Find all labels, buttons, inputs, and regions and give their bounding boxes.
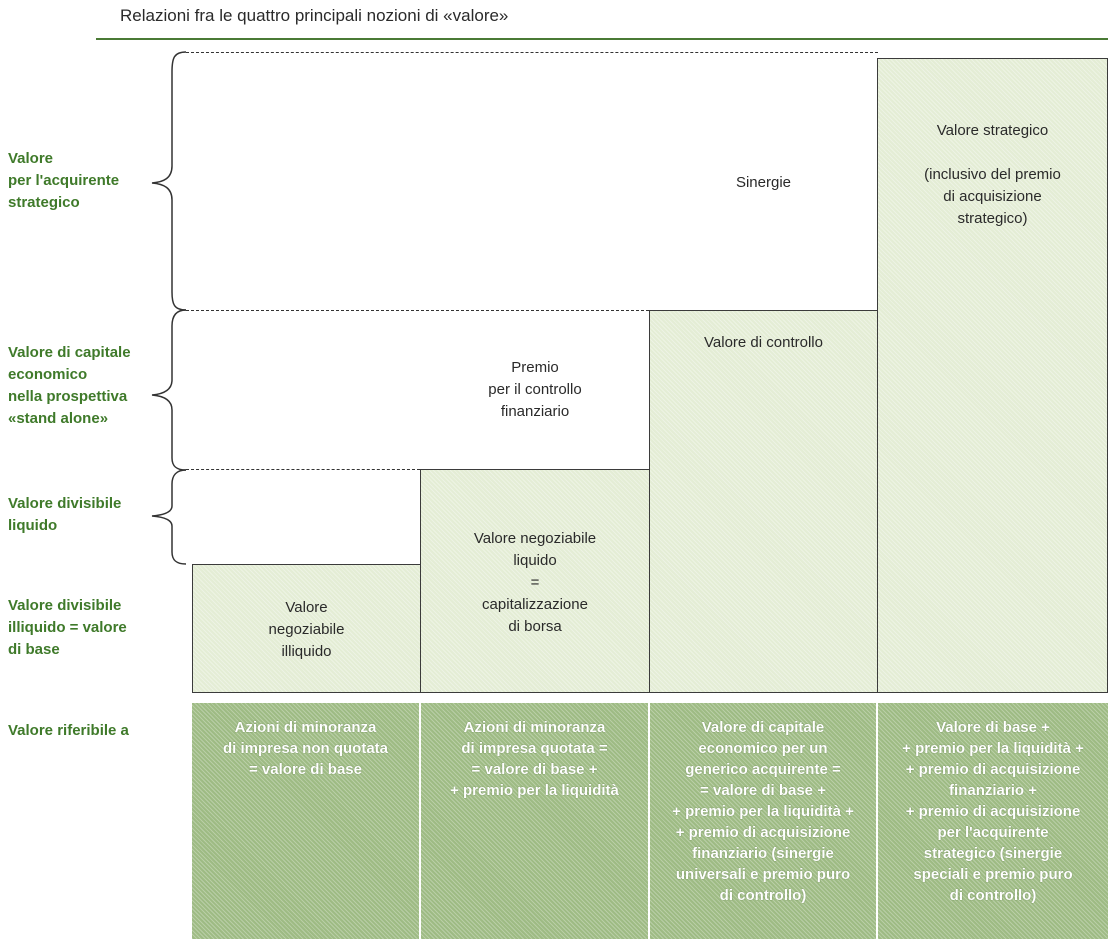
bottom-cell-1: Azioni di minoranza di impresa non quota…: [192, 703, 419, 939]
box-valore-strategico: Valore strategico (inclusivo del premio …: [877, 58, 1108, 693]
label-valore-divisibile-illiquido: Valore divisibile illiquido = valore di …: [8, 597, 127, 658]
box-valore-negoziabile-liquido: Valore negoziabile liquido = capitalizza…: [420, 469, 650, 693]
dashed-line-liquido: [186, 469, 420, 470]
bottom-cell-3: Valore di capitale economico per un gene…: [650, 703, 876, 939]
brace-strategico: [151, 51, 187, 311]
label-sinergie: Sinergie: [735, 174, 792, 191]
dashed-line-controllo: [186, 310, 649, 311]
title-underline: [96, 38, 1108, 40]
bottom-text-1: Azioni di minoranza di impresa non quota…: [222, 719, 388, 778]
label-valore-divisibile-liquido: Valore divisibile liquido: [8, 495, 122, 534]
box-text-liquido: Valore negoziabile liquido = capitalizza…: [473, 530, 597, 635]
box-valore-di-controllo: Valore di controllo: [649, 310, 878, 693]
dashed-line-top: [186, 52, 878, 53]
brace-standalone: [151, 309, 187, 471]
box-text-illiquido: Valore negoziabile illiquido: [268, 599, 345, 660]
bottom-text-2: Azioni di minoranza di impresa quotata =…: [450, 719, 619, 799]
diagram-title: Relazioni fra le quattro principali nozi…: [120, 6, 509, 25]
box-valore-negoziabile-illiquido: Valore negoziabile illiquido: [192, 564, 421, 693]
bottom-text-4: Valore di base + + premio per la liquidi…: [902, 719, 1084, 904]
bottom-cell-4: Valore di base + + premio per la liquidi…: [878, 703, 1108, 939]
bottom-cell-2: Azioni di minoranza di impresa quotata =…: [421, 703, 648, 939]
label-valore-strategico: Valore per l'acquirente strategico: [8, 150, 120, 211]
label-valore-riferibile: Valore riferibile a: [8, 722, 129, 739]
label-premio-controllo-finanziario: Premio per il controllo finanziario: [488, 359, 582, 420]
label-valore-stand-alone: Valore di capitale economico nella prosp…: [8, 344, 131, 427]
bottom-text-3: Valore di capitale economico per un gene…: [672, 719, 854, 904]
group-braces: [151, 51, 187, 565]
brace-liquido: [151, 469, 187, 565]
box-text-strategico: Valore strategico (inclusivo del premio …: [924, 122, 1061, 227]
box-text-controllo: Valore di controllo: [704, 334, 823, 351]
